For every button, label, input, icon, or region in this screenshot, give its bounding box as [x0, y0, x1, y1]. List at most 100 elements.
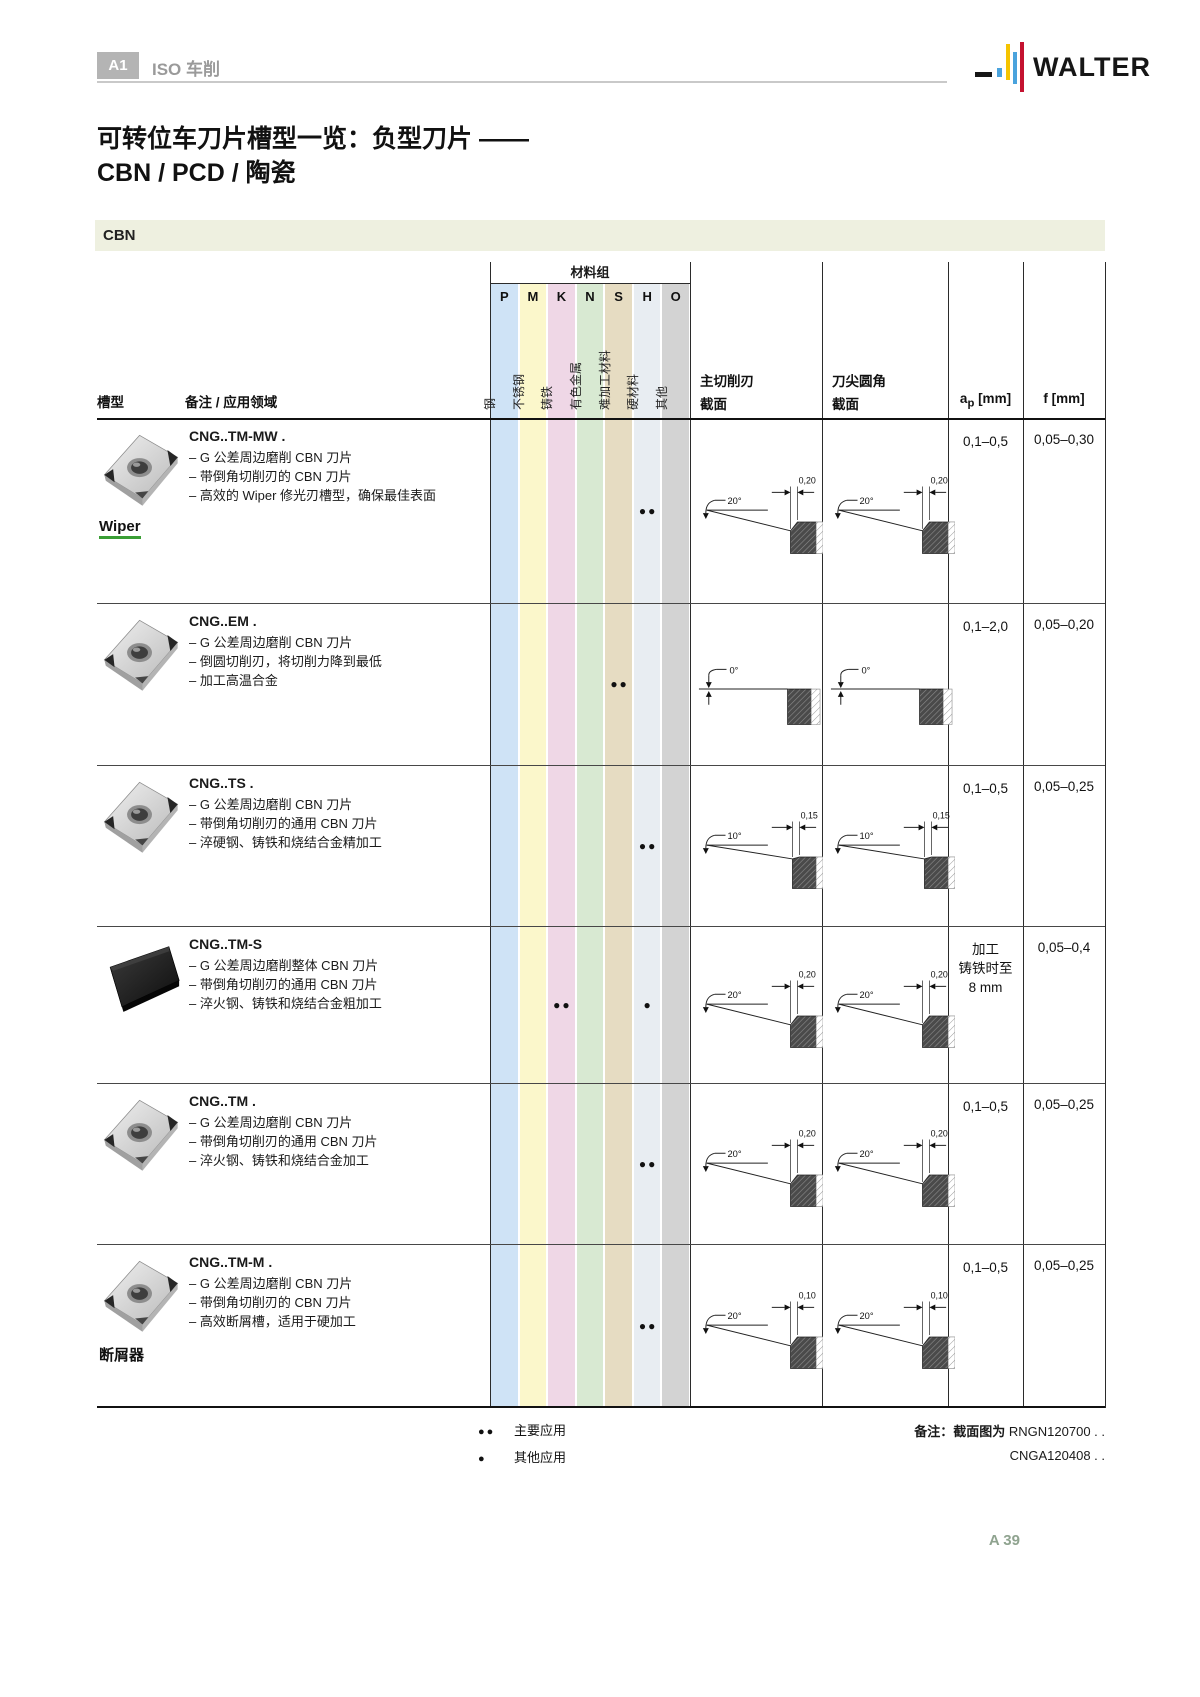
material-column-M: [519, 284, 547, 1408]
application-dots-H: ●●: [638, 1156, 658, 1171]
page-title: 可转位车刀片槽型一览：负型刀片 —— CBN / PCD / 陶瓷: [97, 125, 529, 187]
table-line: [690, 262, 691, 1408]
main-edge-diagram: 20°0,10: [695, 1285, 824, 1378]
main-edge-diagram: 20° 0,20: [695, 1123, 824, 1216]
main-edge-diagram: 10° 0,15: [695, 805, 824, 898]
f-value: 0,05–0,25: [1033, 1097, 1095, 1112]
insert-image: [97, 611, 185, 703]
material-column-N: [576, 284, 604, 1408]
category-bar: CBN: [95, 220, 1105, 251]
svg-text:0,20: 0,20: [799, 1128, 816, 1138]
category-label: CBN: [103, 227, 136, 244]
table-line: [490, 262, 491, 1408]
nose-diagram: 20° 0,20: [827, 1123, 956, 1216]
footnote-label: 备注：截面图为: [914, 1424, 1006, 1439]
svg-text:0,20: 0,20: [931, 969, 948, 979]
row-notes: CNG..TM . – G 公差周边磨削 CBN 刀片 – 带倒角切削刃的通用 …: [189, 1093, 485, 1170]
nose-diagram: 20°0,20: [827, 964, 956, 1057]
svg-text:0,20: 0,20: [931, 475, 948, 485]
row-title: CNG..TM-M .: [189, 1254, 273, 1270]
svg-text:20°: 20°: [859, 496, 873, 506]
application-dots-H: ●: [643, 997, 653, 1012]
material-column-K: [548, 284, 575, 1408]
svg-text:10°: 10°: [727, 831, 741, 841]
col-header-groove: 槽型: [97, 395, 124, 410]
svg-text:0,20: 0,20: [931, 1128, 948, 1138]
material-label-M: 不锈钢: [511, 373, 526, 410]
col-header-f: f [mm]: [1043, 391, 1085, 406]
table-line: [97, 1244, 1105, 1245]
f-value: 0,05–0,30: [1033, 432, 1095, 447]
insert-label: Wiper: [99, 518, 141, 539]
svg-text:20°: 20°: [859, 1149, 873, 1159]
application-dots-S: ●●: [610, 677, 629, 691]
material-column-S: [605, 284, 632, 1408]
material-letter-H: H: [642, 289, 652, 304]
application-dots-H: ●●: [638, 838, 658, 853]
nose-diagram: 20° 0,20: [827, 470, 956, 563]
table-line: [97, 1406, 1105, 1408]
row-title: CNG..EM .: [189, 613, 257, 629]
legend-main-label: 主要应用: [514, 1423, 567, 1438]
material-letter-S: S: [614, 289, 623, 304]
insert-image: [97, 1091, 185, 1183]
insert-image: [97, 773, 185, 865]
table-line: [97, 603, 1105, 604]
table-line: [948, 262, 949, 1408]
material-label-N: 有色金属: [569, 361, 583, 410]
brand-name: WALTER: [1033, 52, 1151, 82]
footnote-code-1: RNGN120700 . .: [1008, 1424, 1105, 1439]
footnote-code-2: CNGA120408 . .: [1009, 1448, 1105, 1463]
table-row: Wiper CNG..TM-MW . – G 公差周边磨削 CBN 刀片 – 带…: [97, 418, 1105, 603]
table-row: CNG..TM-S – G 公差周边磨削整体 CBN 刀片 – 带倒角切削刃的通…: [97, 926, 1105, 1083]
table-line: [97, 1083, 1105, 1084]
ap-value: 0,1–0,5: [962, 434, 1009, 449]
table-row: 断屑器 CNG..TM-M . – G 公差周边磨削 CBN 刀片 – 带倒角切…: [97, 1244, 1105, 1408]
ap-value: 0,1–0,5: [962, 781, 1009, 796]
ap-value: 加工 铸铁时至 8 mm: [958, 942, 1013, 995]
svg-text:0,15: 0,15: [933, 810, 950, 820]
table-line: [97, 926, 1105, 927]
material-label-K: 铸铁: [540, 385, 555, 410]
col-header-notes: 备注 / 应用领域: [185, 395, 278, 410]
material-group-header: 材料组: [570, 265, 610, 280]
table-line: [97, 418, 1105, 420]
application-dots-H: ●●: [638, 503, 658, 518]
table-row: CNG..TM . – G 公差周边磨削 CBN 刀片 – 带倒角切削刃的通用 …: [97, 1083, 1105, 1244]
section-label: ISO 车削: [152, 60, 221, 79]
material-column-O: [662, 284, 689, 1408]
material-letter-P: P: [499, 289, 509, 304]
ap-value: 0,1–0,5: [962, 1260, 1009, 1275]
main-edge-diagram: 20°0,20: [695, 964, 824, 1057]
row-title: CNG..TM-S: [189, 936, 263, 952]
svg-text:0°: 0°: [861, 665, 870, 675]
material-label-S: 难加工材料: [597, 349, 612, 410]
insert-image: [97, 934, 185, 1026]
f-value: 0,05–0,4: [1037, 940, 1091, 955]
row-title: CNG..TS .: [189, 775, 254, 791]
svg-text:0,20: 0,20: [799, 475, 816, 485]
svg-text:0,10: 0,10: [799, 1291, 816, 1301]
table-line: [97, 765, 1105, 766]
table-line: [1023, 262, 1024, 1408]
application-dots-H: ●●: [638, 1319, 658, 1333]
svg-text:10°: 10°: [859, 831, 873, 841]
main-edge-diagram: 0°: [695, 643, 823, 736]
svg-text:20°: 20°: [727, 990, 741, 1000]
application-dots-K: ●●: [553, 997, 572, 1012]
svg-text:20°: 20°: [727, 496, 741, 506]
chapter-badge: A1: [97, 52, 139, 79]
f-value: 0,05–0,25: [1033, 779, 1095, 794]
svg-text:0,10: 0,10: [931, 1291, 948, 1301]
nose-diagram: 10° 0,15: [827, 805, 956, 898]
table-line: [490, 283, 690, 284]
material-column-H: [633, 284, 661, 1408]
material-label-H: 硬材料: [626, 373, 641, 410]
col-header-nose: 刀尖圆角 截面: [832, 374, 886, 412]
svg-text:0,15: 0,15: [801, 810, 818, 820]
svg-text:20°: 20°: [727, 1149, 741, 1159]
row-notes: CNG..TS . – G 公差周边磨削 CBN 刀片 – 带倒角切削刃的通用 …: [189, 775, 485, 852]
row-notes: CNG..TM-S – G 公差周边磨削整体 CBN 刀片 – 带倒角切削刃的通…: [189, 936, 485, 1013]
